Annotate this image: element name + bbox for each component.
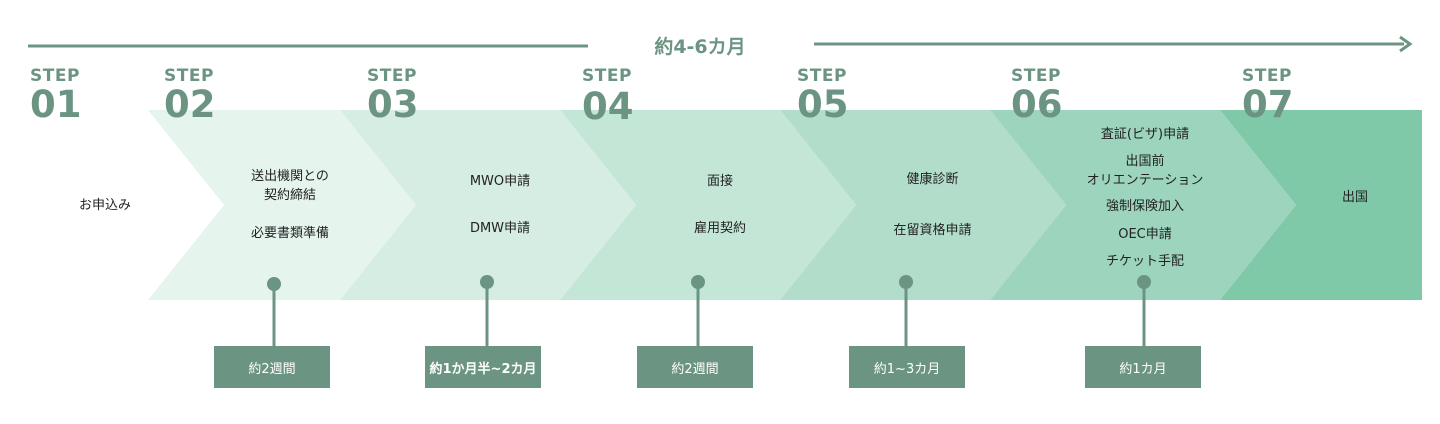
- connector-dot-step-06: [1137, 275, 1151, 289]
- task-item: チケット手配: [1105, 254, 1184, 270]
- task-item: 健康診断: [906, 172, 959, 188]
- step-label-01: STEP: [30, 66, 80, 86]
- duration-box-step-03: 約1か月半~2カ月: [425, 346, 541, 388]
- duration-box-step-06: 約1カ月: [1085, 346, 1201, 388]
- step-07-tasks: 出国: [1300, 104, 1410, 292]
- step-06-tasks: 査証(ビザ)申請 出国前 オリエンテーション 強制保険加入 OEC申請 チケット…: [1060, 124, 1230, 274]
- task-item: 強制保険加入: [1105, 199, 1184, 215]
- connector-dot-step-05: [899, 275, 913, 289]
- period-label: 約4-6カ月: [654, 36, 746, 58]
- connector-dot-step-03: [480, 275, 494, 289]
- task-item: DMW申請: [469, 221, 531, 236]
- task-item: 面接: [706, 174, 733, 190]
- band-step-04: [560, 110, 856, 300]
- step-number-03: 03: [367, 83, 419, 126]
- step-label-04: STEP: [582, 66, 632, 86]
- connector-dot-step-02: [267, 277, 281, 291]
- band-step-02: [148, 110, 416, 300]
- period-arrowhead: [1399, 35, 1413, 53]
- step-label-07: STEP: [1242, 66, 1292, 86]
- step-01-tasks: お申込み: [50, 112, 160, 300]
- step-number-06: 06: [1011, 83, 1063, 126]
- band-step-03: [340, 110, 636, 300]
- task-item: 出国前 オリエンテーション: [1086, 154, 1204, 188]
- step-label-05: STEP: [797, 66, 847, 86]
- task-item: 送出機関との 契約締結: [251, 168, 329, 203]
- task-item: OEC申請: [1118, 226, 1172, 242]
- task-item: 査証(ビザ)申請: [1100, 127, 1190, 142]
- task-item: 出国: [1341, 189, 1368, 205]
- duration-box-step-04: 約2週間: [637, 346, 753, 388]
- band-step-05: [780, 110, 1066, 300]
- step-number-07: 07: [1242, 83, 1294, 126]
- task-item: 必要書類準備: [250, 226, 329, 242]
- duration-box-step-05: 約1~3カ月: [849, 346, 965, 388]
- task-item: 在留資格申請: [893, 223, 972, 238]
- band-step-06: [990, 110, 1296, 300]
- step-label-03: STEP: [367, 66, 417, 86]
- step-number-02: 02: [164, 83, 216, 126]
- step-number-05: 05: [797, 83, 849, 126]
- step-03-tasks: MWO申請 DMW申請: [425, 112, 575, 300]
- step-number-04: 04: [582, 85, 634, 128]
- step-02-tasks: 送出機関との 契約締結 必要書類準備: [215, 112, 365, 300]
- step-05-tasks: 健康診断 在留資格申請: [850, 112, 1015, 300]
- step-label-06: STEP: [1011, 66, 1061, 86]
- step-label-02: STEP: [164, 66, 214, 86]
- step-04-tasks: 面接 雇用契約: [645, 112, 795, 300]
- duration-box-step-02: 約2週間: [214, 346, 330, 388]
- step-number-01: 01: [30, 83, 82, 126]
- task-item: 雇用契約: [693, 221, 746, 236]
- connector-dot-step-04: [691, 275, 705, 289]
- task-item: お申込み: [78, 197, 131, 213]
- band-step-07: [1220, 110, 1422, 300]
- task-item: MWO申請: [469, 174, 531, 190]
